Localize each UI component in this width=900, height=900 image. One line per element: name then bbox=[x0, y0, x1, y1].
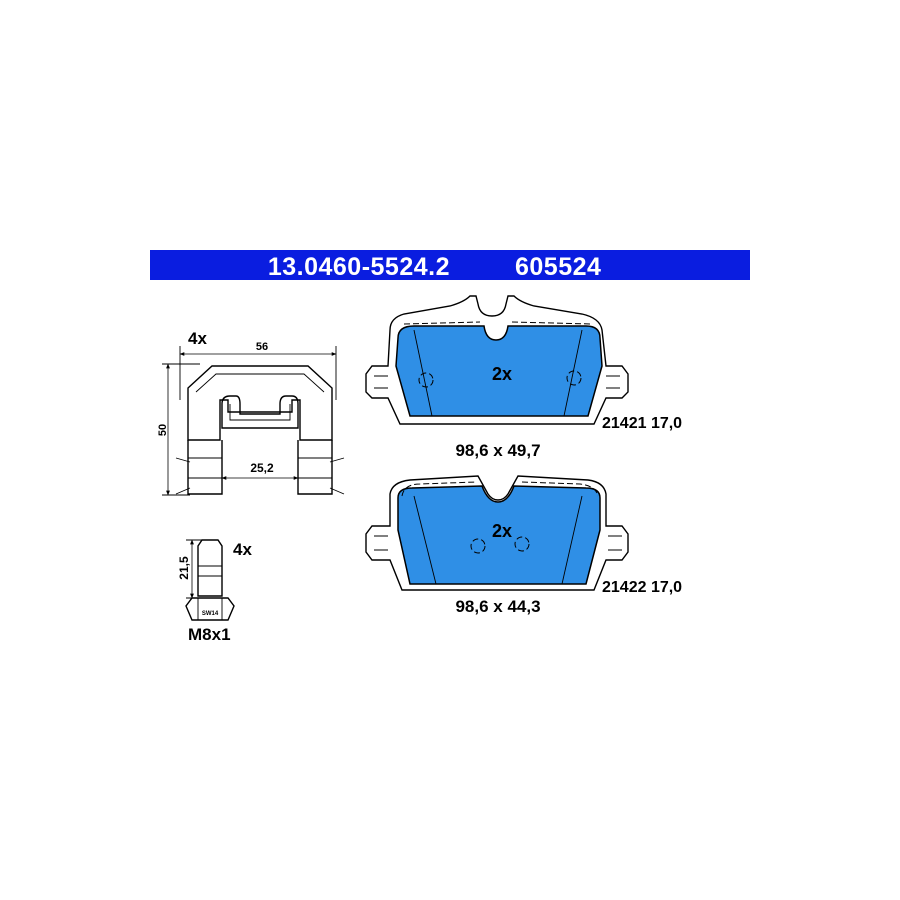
pad-bottom-reference: 21422 17,0 bbox=[602, 579, 682, 596]
brake-pad-top: 2x bbox=[365, 295, 629, 425]
part-number: 13.0460-5524.2 bbox=[268, 253, 450, 281]
title-banner: 13.0460-5524.2 605524 bbox=[150, 250, 750, 281]
clip-inner-value: 25,2 bbox=[250, 461, 274, 475]
anti-rattle-clip: 4x 56 50 25,2 bbox=[157, 329, 345, 496]
pad-bottom-size: 98,6 x 44,3 bbox=[455, 597, 540, 616]
bolt-wrench-size: SW14 bbox=[202, 611, 219, 617]
bolt-length-value: 21,5 bbox=[177, 556, 191, 580]
pad-bottom-quantity: 2x bbox=[492, 521, 512, 541]
clip-height-value: 50 bbox=[157, 424, 169, 436]
guide-bolt: 4x 21,5 SW14 M8x1 bbox=[177, 539, 252, 644]
clip-width-value: 56 bbox=[256, 341, 268, 353]
pad-top-size: 98,6 x 49,7 bbox=[455, 441, 540, 460]
pad-bottom-lining bbox=[397, 485, 601, 585]
pad-top-reference: 21421 17,0 bbox=[602, 415, 682, 432]
pad-top-lining bbox=[395, 325, 603, 417]
part-code: 605524 bbox=[515, 253, 601, 281]
pad-top-quantity: 2x bbox=[492, 364, 512, 384]
clip-quantity: 4x bbox=[188, 329, 207, 348]
bolt-thread: M8x1 bbox=[188, 625, 231, 644]
brake-pad-bottom: 2x bbox=[365, 475, 629, 591]
bolt-quantity: 4x bbox=[233, 540, 252, 559]
